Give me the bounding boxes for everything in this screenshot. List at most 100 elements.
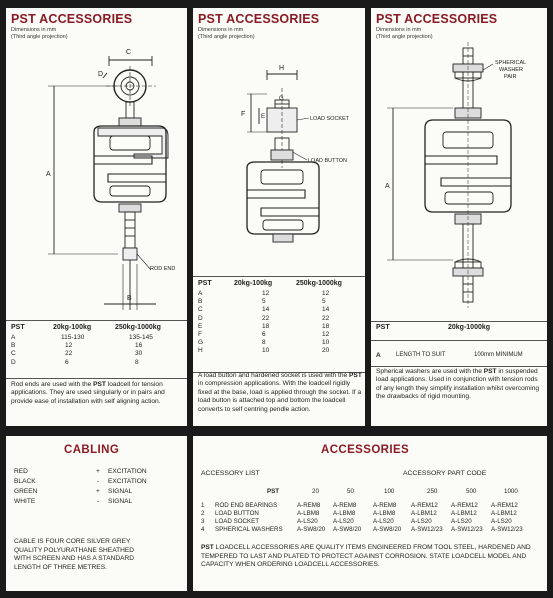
- accessory-part-code: A-REM12: [411, 502, 438, 509]
- dim-label-b: B: [127, 295, 132, 302]
- divider: [371, 321, 547, 322]
- pair-label: PAIR: [504, 74, 516, 80]
- accessory-part-code: A-LS20: [373, 518, 394, 525]
- capacity-header: 50: [347, 488, 354, 495]
- accessory-part-code: A-LS20: [491, 518, 512, 525]
- load-button-diagram: H G F E LOAD SOCKET LOAD BUTTON: [241, 65, 350, 243]
- table-header: 20kg-100kg: [53, 324, 92, 331]
- table-cell: 30: [135, 350, 143, 358]
- table-row: A LENGTH TO SUIT 100mm MINIMUM: [376, 352, 523, 359]
- accessory-number: 3: [201, 518, 205, 525]
- table-cell: 6: [65, 358, 69, 366]
- dim-label-h: H: [279, 65, 284, 72]
- table-cell: B: [11, 342, 16, 350]
- dim-label-a: A: [385, 183, 390, 190]
- accessory-number: 2: [201, 510, 205, 517]
- panel-title: PST ACCESSORIES: [11, 12, 133, 26]
- spherical-washer-diagram: A SPHERICAL WASHER PAIR: [385, 42, 526, 308]
- spherical-washer-panel: PST ACCESSORIES Dimensions in mm (Third …: [371, 8, 547, 426]
- accessory-name: LOAD SOCKET: [215, 518, 260, 525]
- capacity-header: 1000: [504, 488, 518, 495]
- rod-end-panel: PST ACCESSORIES Dimensions in mm (Third …: [6, 8, 187, 426]
- load-button-label: LOAD BUTTON: [308, 158, 347, 164]
- accessory-part-code: A-LS20: [411, 518, 432, 525]
- panel-title: PST ACCESSORIES: [198, 12, 320, 26]
- accessory-part-code: A-REM8: [373, 502, 397, 509]
- table-cell: 16: [135, 342, 143, 350]
- spherical-label: SPHERICAL: [495, 60, 526, 66]
- rod-end-description: Rod ends are used with the PST loadcell …: [11, 381, 165, 405]
- accessory-name: LOAD BUTTON: [215, 510, 259, 517]
- panel-subtitle: Dimensions in mm (Third angle projection…: [376, 27, 433, 40]
- accessory-part-code: A-SW8/20: [297, 526, 326, 533]
- divider: [371, 366, 547, 367]
- accessory-part-code: A-REM8: [333, 502, 357, 509]
- accessory-part-code: A-LBM12: [451, 510, 477, 517]
- accessory-name: SPHERICAL WASHERS: [215, 526, 283, 533]
- table-cell: 8: [135, 358, 139, 366]
- subtitle-projection: (Third angle projection): [198, 33, 255, 40]
- dim-label-a: A: [46, 171, 51, 178]
- accessory-number: 1: [201, 502, 205, 509]
- accessory-part-code: A-REM8: [297, 502, 321, 509]
- washer-label: WASHER: [499, 67, 523, 73]
- load-button-panel: PST ACCESSORIES Dimensions in mm (Third …: [193, 8, 365, 426]
- cabling-title: CABLING: [64, 444, 120, 456]
- wire-row: GREEN+SIGNAL: [14, 488, 133, 495]
- subtitle-projection: (Third angle projection): [376, 33, 433, 40]
- panel-title: PST ACCESSORIES: [376, 12, 498, 26]
- dim-label-e: E: [261, 114, 265, 120]
- dim-label-g: G: [279, 96, 284, 102]
- accessories-panel: ACCESSORIES ACCESSORY LIST ACCESSORY PAR…: [193, 436, 547, 591]
- accessory-part-code: A-LBM8: [297, 510, 320, 517]
- accessory-part-code: A-LS20: [297, 518, 318, 525]
- accessory-list-label: ACCESSORY LIST: [201, 470, 260, 477]
- dim-label-d: D: [98, 71, 103, 78]
- accessory-part-code: A-LBM12: [411, 510, 437, 517]
- capacity-header: 100: [384, 488, 395, 495]
- accessories-title: ACCESSORIES: [321, 444, 410, 456]
- accessory-part-code: A-LS20: [333, 518, 354, 525]
- accessory-part-code: A-LBM12: [491, 510, 517, 517]
- accessory-part-code: A-SW12/23: [411, 526, 443, 533]
- subtitle-units: Dimensions in mm: [198, 27, 244, 33]
- wire-row: BLACK-EXCITATION: [14, 478, 147, 485]
- washer-table-header: PST 20kg-1000kg: [376, 324, 491, 331]
- table-header: PST: [198, 280, 212, 287]
- cabling-panel: CABLING RED+EXCITATION BLACK-EXCITATION …: [6, 436, 187, 591]
- capacity-header: 500: [466, 488, 477, 495]
- table-cell: 22: [65, 350, 73, 358]
- table-header: 250kg-1000kg: [115, 324, 161, 331]
- load-button-description: A load button and hardened socket is use…: [198, 372, 362, 413]
- divider: [6, 320, 187, 321]
- washer-description: Spherical washers are used with the PST …: [376, 368, 540, 401]
- cable-note: CABLE IS FOUR CORE SILVER GREY QUALITY P…: [14, 538, 135, 571]
- wire-row: RED+EXCITATION: [14, 468, 147, 475]
- table-cell: 135-145: [129, 334, 153, 341]
- capacity-header: 250: [427, 488, 438, 495]
- dim-label-f: F: [241, 111, 245, 118]
- capacity-header: 20: [312, 488, 319, 495]
- divider: [193, 276, 365, 277]
- table-header: 250kg-1000kg: [296, 280, 342, 287]
- load-socket-label: LOAD SOCKET: [310, 116, 350, 122]
- accessory-part-code: A-SW12/23: [451, 526, 483, 533]
- accessory-number: 4: [201, 526, 205, 533]
- divider: [6, 378, 187, 379]
- table-cell: 115-130: [61, 334, 85, 341]
- rod-end-diagram: C D A ROD END B: [46, 49, 175, 310]
- accessory-part-code: A-SW8/20: [373, 526, 402, 533]
- table-cell: A: [11, 334, 16, 341]
- subtitle-projection: (Third angle projection): [11, 33, 68, 40]
- table-header: PST: [11, 324, 25, 331]
